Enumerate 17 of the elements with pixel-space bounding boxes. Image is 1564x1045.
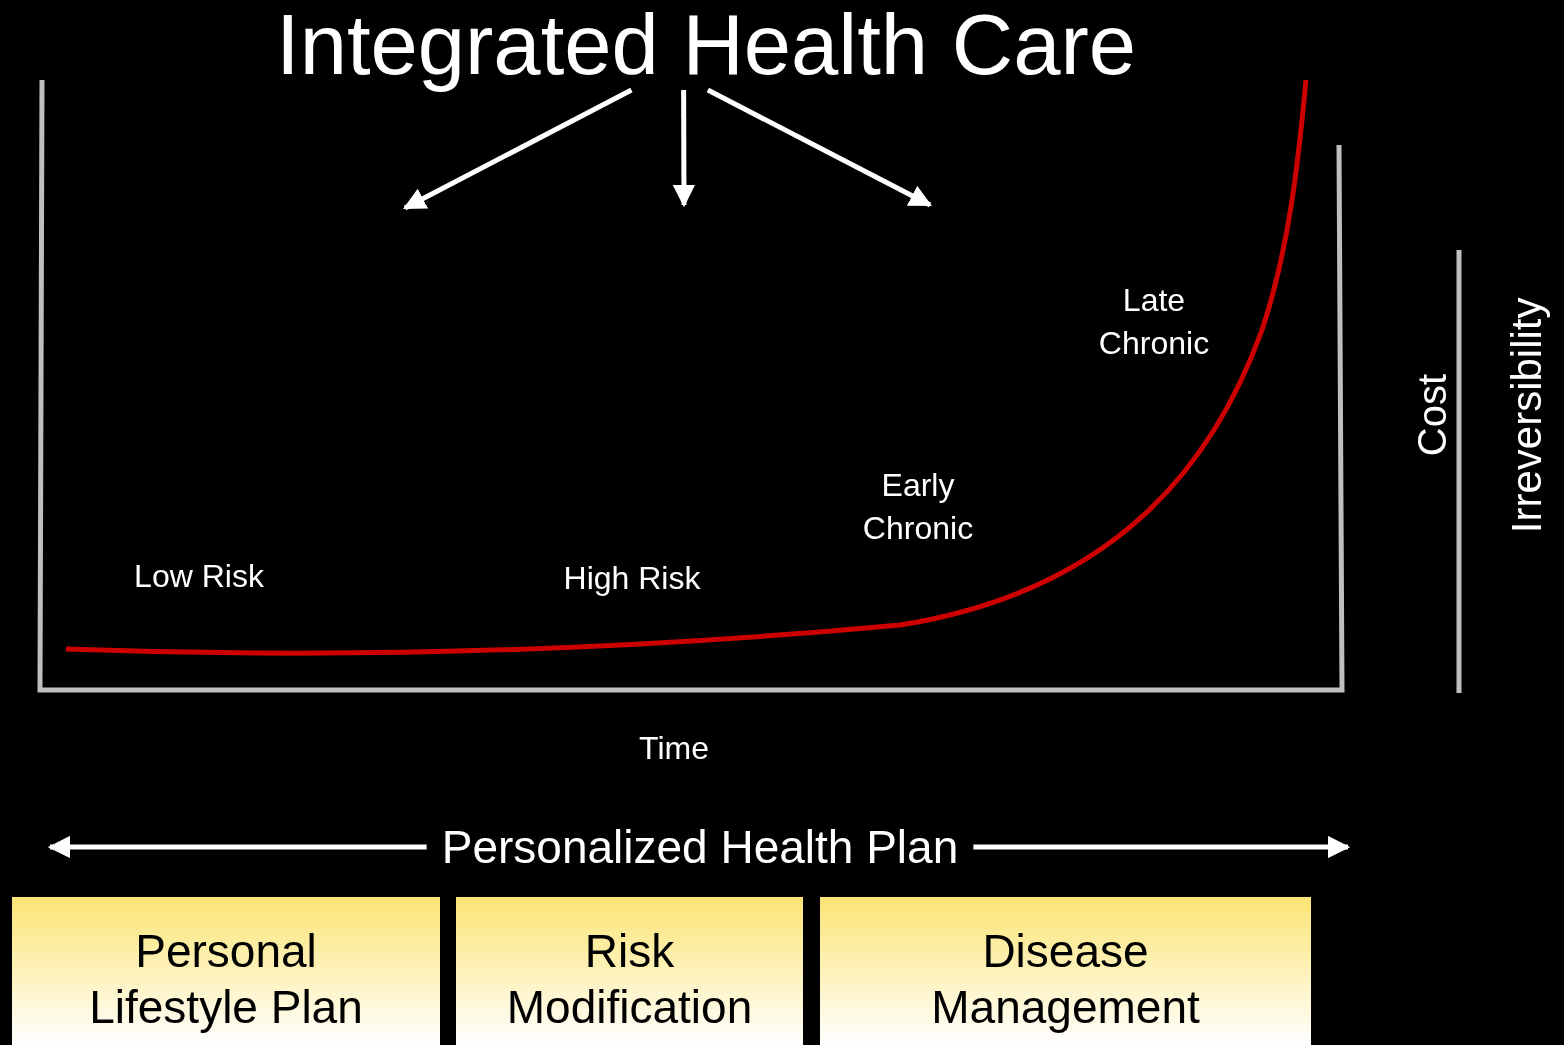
axis-label: Time: [638, 728, 710, 768]
stage-label: Early Chronic: [861, 466, 975, 549]
stage-box: Personal Lifestyle Plan: [12, 897, 440, 1045]
axis-label: Irreversibility: [1501, 296, 1551, 535]
arrow: [973, 835, 1351, 859]
arrow: [672, 90, 696, 208]
stage-box: Disease Management: [820, 897, 1311, 1045]
axis-label: Cost: [1409, 372, 1455, 459]
stage-box: Risk Modification: [456, 897, 803, 1045]
stage-label: Low Risk: [133, 556, 265, 596]
arrow: [706, 87, 932, 208]
plan-text: Personalized Health Plan: [432, 816, 968, 878]
arrow: [47, 835, 427, 859]
stage-label: Late Chronic: [1097, 281, 1211, 364]
stage-label: High Risk: [562, 558, 702, 598]
title-text: Integrated Health Care: [240, 0, 1172, 90]
arrow: [403, 87, 633, 211]
